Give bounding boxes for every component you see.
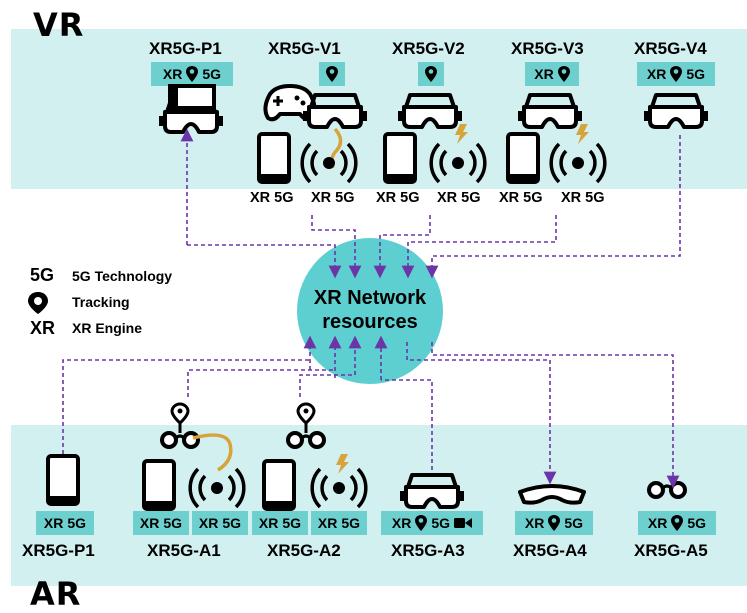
- ar-a2-name: XR5G-A2: [267, 541, 341, 560]
- legend-xr-key: XR: [30, 318, 56, 338]
- vr-band: [11, 29, 747, 189]
- vr-v1-chip: [319, 62, 345, 86]
- vr-v1-antenna-label: XR 5G: [311, 190, 355, 206]
- vr-p1-chip: XR 5G: [151, 62, 233, 86]
- ar-a5-glasses-icon: [647, 481, 687, 499]
- vr-v4-chip: XR 5G: [637, 62, 715, 86]
- vr-v3-bolt-icon: [576, 124, 589, 144]
- ar-a2-bolt-icon: [336, 454, 349, 474]
- vr-v2-antenna-icon: [429, 142, 487, 184]
- tracking-pin-icon: [186, 66, 199, 82]
- ar-a2-glasses-icon: [286, 431, 326, 449]
- vr-v4-headset-icon: [642, 93, 710, 129]
- legend-5g-text: 5G Technology: [72, 268, 173, 284]
- ar-a1-glasses-icon: [160, 431, 200, 449]
- vr-v1-phone-icon: [257, 132, 291, 184]
- ar-a5-name: XR5G-A5: [634, 541, 708, 560]
- tracking-pin-icon: [326, 66, 338, 82]
- vr-v4-name: XR5G-V4: [634, 39, 707, 58]
- vr-p1-headset-icon: [157, 84, 225, 134]
- ar-a1-antenna-icon: [188, 467, 246, 509]
- vr-v1-name: XR5G-V1: [268, 39, 341, 58]
- ar-a1-tracking-pin-icon: [170, 402, 190, 433]
- ar-a4-name: XR5G-A4: [513, 541, 587, 560]
- network-arrows: [62, 128, 681, 489]
- ar-a3-headset-icon: [398, 473, 466, 509]
- vr-v3-antenna-label: XR 5G: [561, 190, 605, 206]
- legend-5g-key: 5G: [30, 265, 55, 285]
- vr-v3-chip: XR: [525, 62, 579, 86]
- vr-v2-phone-label: XR 5G: [376, 190, 420, 206]
- ar-a4-visor-icon: [518, 484, 586, 505]
- vr-v1-headset-icon: [301, 93, 369, 129]
- legend-xr-text: XR Engine: [72, 320, 143, 336]
- tracking-pin-icon: [415, 515, 428, 531]
- ar-a3-name: XR5G-A3: [391, 541, 465, 560]
- ar-a2-phone-icon: [262, 459, 296, 511]
- ar-a4-chip: XR 5G: [515, 511, 593, 535]
- tracking-pin-icon: [557, 66, 570, 82]
- ar-section-title: AR: [30, 575, 82, 613]
- vr-v3-antenna-icon: [549, 142, 607, 184]
- camera-icon: [454, 518, 473, 528]
- ar-a1-name: XR5G-A1: [147, 541, 221, 560]
- vr-v1-phone-label: XR 5G: [250, 190, 294, 206]
- vr-v3-name: XR5G-V3: [511, 39, 584, 58]
- ar-p1-phone-icon: [46, 454, 80, 506]
- hub-label: XR Network resources: [313, 287, 427, 333]
- ar-a2-tracking-pin-icon: [296, 402, 316, 433]
- ar-a1-cable: [192, 433, 233, 472]
- vr-p1-name: XR5G-P1: [149, 39, 222, 58]
- vr-v2-antenna-label: XR 5G: [437, 190, 481, 206]
- ar-a3-chip: XR 5G: [381, 511, 483, 535]
- ar-a2-antenna-icon: [310, 467, 368, 509]
- vr-v2-phone-icon: [383, 132, 417, 184]
- ar-band: [11, 425, 747, 586]
- vr-v2-headset-icon: [396, 93, 464, 129]
- tracking-pin-icon: [671, 515, 684, 531]
- vr-v3-phone-icon: [506, 132, 540, 184]
- vr-v2-name: XR5G-V2: [392, 39, 465, 58]
- vr-v3-headset-icon: [516, 93, 584, 129]
- vr-v2-bolt-icon: [455, 124, 468, 144]
- legend-tracking-text: Tracking: [72, 294, 130, 310]
- ar-a1-phone-icon: [142, 459, 176, 511]
- vr-v3-phone-label: XR 5G: [499, 190, 543, 206]
- vr-v1-antenna-icon: [300, 142, 358, 184]
- tracking-pin-icon: [670, 66, 683, 82]
- ar-p1-name: XR5G-P1: [22, 541, 95, 560]
- tracking-pin-icon: [425, 66, 437, 82]
- ar-a5-chip: XR 5G: [638, 511, 716, 535]
- vr-v2-chip: [418, 62, 444, 86]
- tracking-pin-icon: [548, 515, 561, 531]
- vr-section-title: VR: [33, 6, 85, 44]
